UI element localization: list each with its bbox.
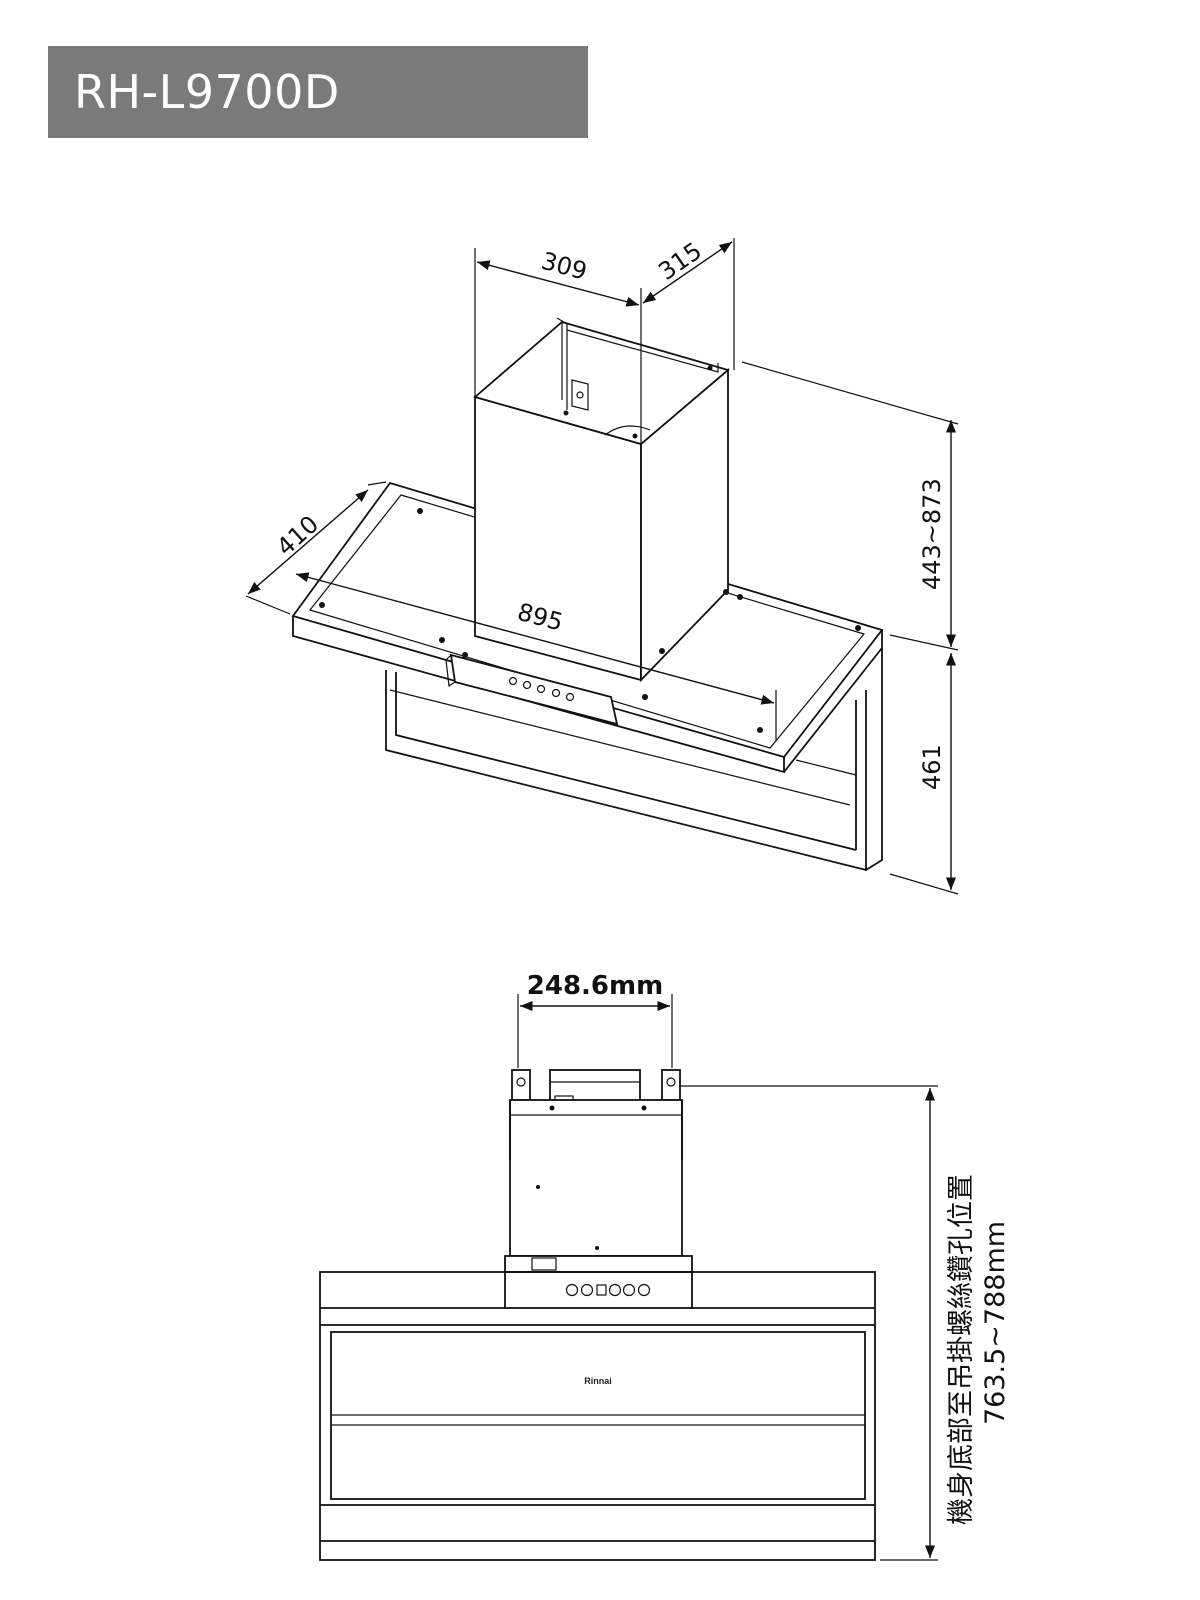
drill-position-note: 機身底部至吊掛螺絲鑽孔位置: [946, 1174, 977, 1525]
dim-chimney-depth: 315: [653, 237, 707, 286]
dim-body-depth: 410: [271, 510, 324, 561]
dim-chimney-height: 443~873: [918, 478, 946, 590]
isometric-view: 309 315 410 895 443~873 461: [245, 237, 959, 895]
front-view: 248.6mm: [319, 971, 1011, 1561]
drill-position-range: 763.5~788mm: [980, 1221, 1011, 1425]
dim-body-height: 461: [918, 744, 946, 790]
model-title: RH-L9700D: [48, 46, 588, 138]
dim-bracket-spacing: 248.6mm: [527, 971, 663, 1001]
brand-logo: Rinnai: [584, 1376, 612, 1386]
